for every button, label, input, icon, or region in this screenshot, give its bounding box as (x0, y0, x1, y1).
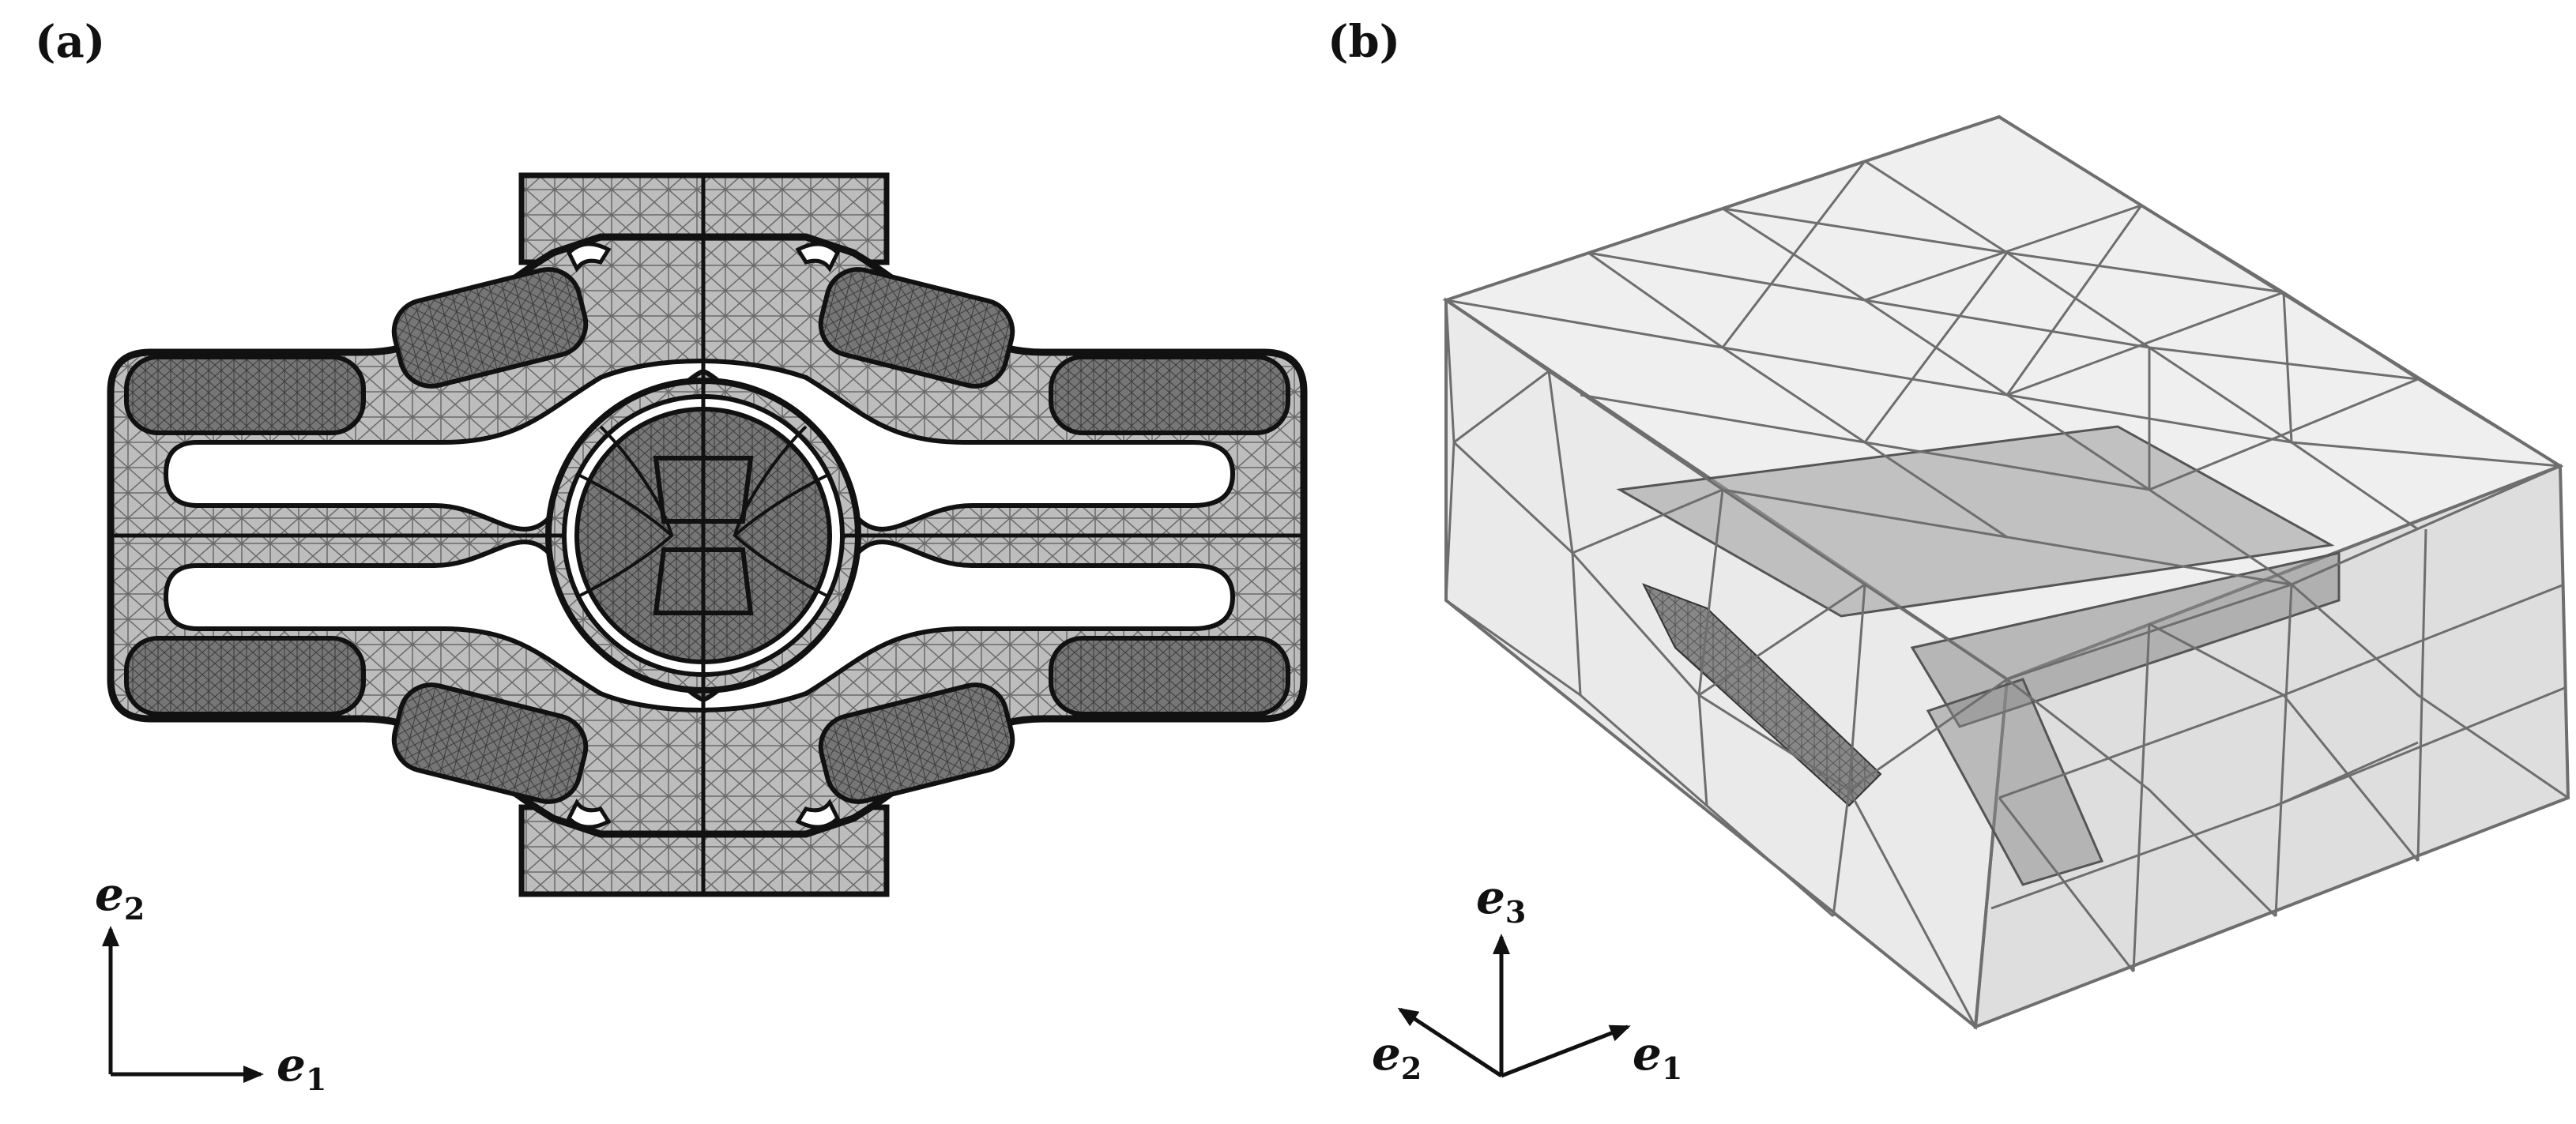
inclusion-upper-4 (1049, 355, 1290, 435)
axis-b-e3-label: e3 (1476, 870, 1526, 930)
wire-lines-right (1990, 464, 2569, 972)
axis-a-e1-base: e (277, 1038, 306, 1092)
hinge-notch-top-left (566, 242, 612, 273)
hub-curves (576, 425, 830, 599)
inclusion-lower-2 (391, 682, 589, 804)
axis-b-e2-base: e (1372, 1027, 1401, 1081)
axes-a (102, 926, 264, 1083)
hub-trapezoid-bottom (653, 547, 754, 615)
axis-a-e1-label: e1 (277, 1038, 326, 1097)
dense-mesh-region (1641, 583, 1882, 807)
inclusion-upper-2 (391, 267, 589, 389)
upper-slot (163, 359, 1236, 532)
axis-b-e2-sub: 2 (1400, 1051, 1422, 1086)
axis-b-e3-base: e (1476, 870, 1505, 924)
inclusion-lower-1 (124, 636, 366, 716)
inner-bar-1 (1616, 425, 2335, 618)
axis-b-e3-sub: 3 (1505, 894, 1527, 930)
inclusion-upper-3 (818, 267, 1015, 389)
axis-b-e1-base: e (1633, 1027, 1662, 1081)
axis-a-e1-sub: 1 (305, 1062, 327, 1097)
panel-b-wireframe (1442, 115, 2570, 1030)
axis-b-e2-arrow (1397, 1007, 1503, 1078)
hinge-notch-bottom-right (795, 799, 841, 829)
wire-lines-front (1444, 299, 2008, 1028)
inclusion-upper-1 (124, 355, 366, 435)
axis-a-e2-sub: 2 (123, 891, 145, 927)
hinge-notch-top-right (795, 242, 841, 273)
axis-b-e1-arrow (1501, 1024, 1631, 1078)
axis-b-e1-sub: 1 (1661, 1051, 1683, 1086)
panel-label-a: (a) (35, 16, 106, 68)
axes-b (1397, 934, 1631, 1078)
hub-trapezoid-top (653, 456, 754, 524)
wire-lines-top (1445, 115, 2561, 586)
inclusion-lower-4 (1049, 636, 1290, 716)
axis-a-e2-base: e (95, 867, 124, 921)
panel-label-b: (b) (1328, 16, 1401, 68)
axis-b-e2-label: e2 (1372, 1027, 1422, 1086)
panel-a-mesh (107, 172, 1308, 897)
axis-a-e2-label: e2 (95, 867, 145, 927)
inclusion-lower-3 (818, 682, 1015, 804)
hinge-notch-bottom-left (566, 799, 612, 829)
axis-b-e1-label: e1 (1633, 1027, 1682, 1086)
